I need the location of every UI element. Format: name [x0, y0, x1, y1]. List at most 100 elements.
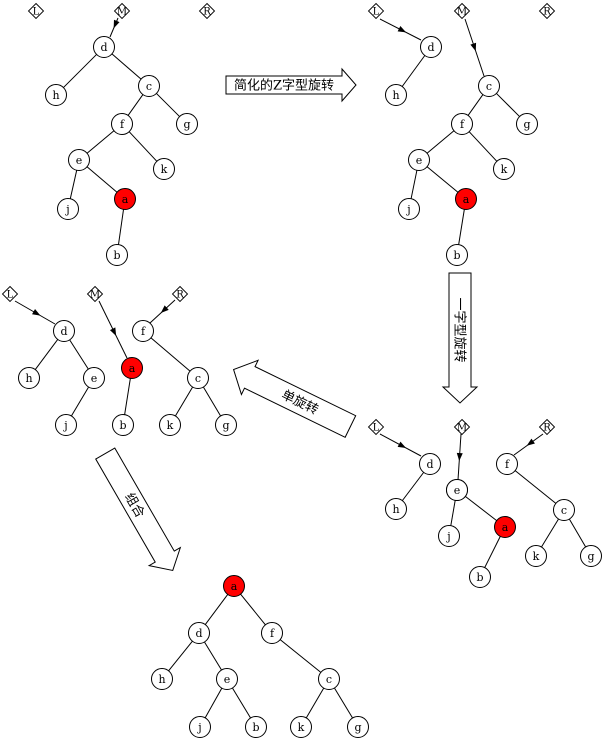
node-label: b	[453, 249, 460, 262]
node-label: j	[405, 203, 410, 216]
link-right-to-f-arrowhead	[160, 305, 169, 314]
edge-p5-e-b	[232, 687, 251, 719]
anchor-label: R	[203, 7, 211, 18]
node-label: a	[129, 362, 136, 375]
tree-node-h: h	[385, 498, 407, 520]
anchor-label: M	[457, 7, 467, 18]
node-label: a	[231, 580, 238, 593]
tree-node-g: g	[347, 716, 369, 738]
tree-node-c: c	[553, 499, 575, 521]
node-label: d	[427, 41, 434, 54]
tree-node-h: h	[18, 367, 40, 389]
tree-node-h: h	[45, 84, 67, 106]
edge-p5-c-g	[334, 687, 353, 719]
tree-node-e: e	[83, 367, 105, 389]
tree-node-j: j	[57, 198, 79, 220]
node-label: e	[224, 673, 231, 686]
tree-node-k: k	[290, 716, 312, 738]
node-label: j	[62, 419, 67, 432]
anchor-label: M	[90, 290, 100, 301]
edge-p5-a-f	[240, 593, 266, 626]
tree-node-j: j	[398, 198, 420, 220]
tree-node-a: a	[223, 575, 245, 597]
node-label: e	[416, 154, 423, 167]
node-label: h	[52, 89, 59, 102]
node-label: j	[64, 203, 69, 216]
link-middle-to-c-arrowhead	[470, 42, 477, 52]
anchor-right: R	[171, 285, 189, 303]
edge-p1-f-k	[128, 131, 158, 162]
node-label: h	[392, 503, 399, 516]
tree-node-c: c	[187, 367, 209, 389]
tree-node-d: d	[188, 622, 210, 644]
simplified-zigzag-arrow: 简化的Z字型旋转	[225, 67, 357, 103]
tree-node-g: g	[516, 113, 538, 135]
edge-p1-d-c	[111, 53, 142, 80]
anchor-right: R	[538, 2, 556, 20]
anchor-label: R	[176, 290, 184, 301]
node-label: g	[523, 118, 530, 131]
tree-node-a: a	[121, 357, 143, 379]
node-label: e	[91, 372, 98, 385]
node-label: b	[119, 419, 126, 432]
edge-p2-c-f	[467, 94, 484, 116]
node-label: k	[161, 163, 168, 176]
node-label: f	[120, 118, 125, 131]
anchor-middle: M	[453, 2, 471, 20]
tree-node-k: k	[153, 158, 175, 180]
tree-node-b: b	[106, 244, 128, 266]
edge-p4-d-e	[69, 339, 89, 370]
link-middle-to-d-arrowhead	[113, 19, 120, 29]
arrow-label: 一字型旋转	[452, 297, 467, 362]
nodes-layer: dhcfgekjabdhcfgekjabdhejfckgeabdhejabfck…	[18, 36, 602, 738]
anchor-right: R	[538, 418, 556, 436]
node-label: k	[298, 721, 305, 734]
link-right-to-f-arrowhead	[526, 438, 535, 446]
anchor-label: L	[373, 7, 380, 18]
node-label: k	[533, 550, 540, 563]
link-middle-to-e-arrowhead	[456, 452, 463, 461]
anchor-label: R	[543, 423, 551, 434]
single-rotation-arrow: 单旋转	[232, 359, 357, 438]
link-middle-to-a-arrowhead	[109, 327, 117, 336]
node-label: b	[252, 721, 259, 734]
tree-node-h: h	[151, 668, 173, 690]
node-label: f	[505, 458, 510, 471]
tree-node-f: f	[496, 453, 518, 475]
node-label: a	[502, 521, 509, 534]
edge-p4-c-g	[202, 386, 222, 417]
node-label: d	[100, 41, 107, 54]
node-label: f	[141, 325, 146, 338]
edge-p5-d-e	[204, 641, 222, 671]
tree-node-h: h	[385, 84, 407, 106]
tree-node-d: d	[53, 320, 75, 342]
node-label: g	[183, 118, 190, 131]
edge-p2-e-j	[410, 170, 418, 199]
node-label: b	[113, 249, 120, 262]
tree-node-e: e	[68, 149, 90, 171]
edge-p5-e-j	[204, 687, 223, 719]
tree-node-f: f	[451, 113, 473, 135]
tree-node-g: g	[215, 414, 237, 436]
tree-node-f: f	[111, 113, 133, 135]
tree-node-j: j	[189, 716, 211, 738]
edge-p3-c-g	[568, 518, 587, 548]
anchor-middle: M	[453, 418, 471, 436]
node-label: h	[158, 673, 165, 686]
anchor-label: L	[33, 7, 40, 18]
tree-node-g: g	[176, 113, 198, 135]
node-label: j	[196, 721, 201, 734]
link-left-to-d-arrowhead	[397, 441, 407, 448]
node-label: d	[60, 325, 67, 338]
tree-node-e: e	[446, 479, 468, 501]
node-label: a	[122, 193, 129, 206]
tree-node-k: k	[159, 414, 181, 436]
edge-p5-a-d	[204, 594, 229, 625]
node-label: h	[25, 372, 32, 385]
edge-p2-f-k	[468, 131, 498, 162]
anchor-links-layer	[14, 17, 544, 481]
tree-node-f: f	[132, 320, 154, 342]
node-label: c	[195, 372, 201, 385]
